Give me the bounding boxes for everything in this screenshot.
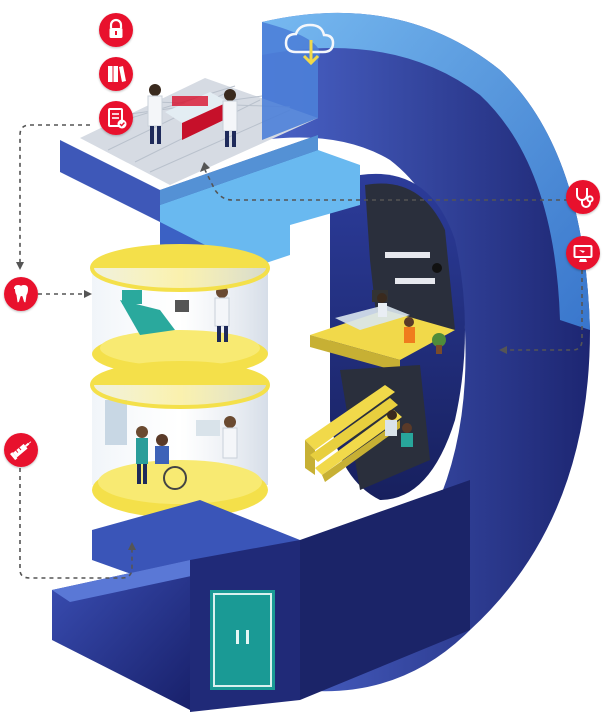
clipboard-check-icon <box>99 101 133 135</box>
lounge-room <box>305 365 430 490</box>
care-capsule <box>90 361 270 518</box>
cloud-download-icon <box>284 23 335 66</box>
dental-capsule <box>90 244 270 376</box>
lock-icon <box>99 13 133 47</box>
syringe-icon <box>4 433 38 467</box>
connector-arrowheads <box>16 162 507 550</box>
tooth-icon <box>4 277 38 311</box>
building-outer-wall <box>262 12 590 692</box>
building-base <box>52 480 470 712</box>
stethoscope-icon <box>566 180 600 214</box>
entrance-door <box>210 590 275 690</box>
office-room <box>310 183 455 372</box>
building-top-rim <box>262 12 590 330</box>
connector-lines <box>19 124 583 579</box>
monitor-icon <box>566 236 600 270</box>
binders-icon <box>99 57 133 91</box>
